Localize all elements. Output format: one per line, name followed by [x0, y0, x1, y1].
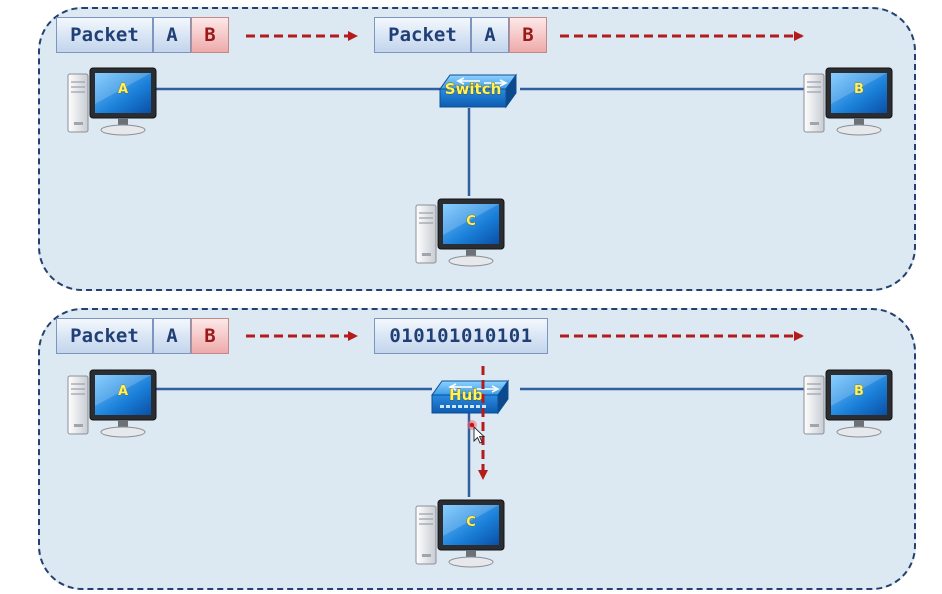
- packet-src-hub: A: [153, 318, 191, 354]
- host-a-label-hub: A: [118, 384, 128, 399]
- packet-label-forwarded: Packet: [374, 17, 471, 53]
- packet-label: Packet: [56, 17, 153, 53]
- desktop-computer-icon: B: [803, 67, 893, 136]
- switch-icon: Switch: [439, 74, 517, 108]
- packet-dst-forwarded: B: [509, 17, 547, 53]
- packet-dst: B: [191, 17, 229, 53]
- hub-label: Hub: [449, 386, 483, 404]
- packet-dst-hub: B: [191, 318, 229, 354]
- host-b-label-hub: B: [854, 384, 864, 399]
- packet-src-forwarded: A: [471, 17, 509, 53]
- host-c-label: C: [466, 214, 476, 229]
- mouse-cursor-icon: [467, 420, 486, 444]
- packet-src: A: [153, 17, 191, 53]
- desktop-computer-icon: C: [415, 198, 505, 267]
- packet-label-hub: Packet: [56, 318, 153, 354]
- desktop-computer-icon: B: [803, 369, 893, 438]
- desktop-computer-icon: A: [67, 369, 157, 438]
- host-c-label-hub: C: [466, 515, 476, 530]
- host-b-label: B: [854, 82, 864, 97]
- switch-label: Switch: [445, 80, 502, 98]
- host-a-label: A: [118, 82, 128, 97]
- desktop-computer-icon: C: [415, 499, 505, 568]
- hub-icon: Hub: [431, 380, 509, 414]
- desktop-computer-icon: A: [67, 67, 157, 136]
- bitstream: 010101010101: [374, 318, 548, 354]
